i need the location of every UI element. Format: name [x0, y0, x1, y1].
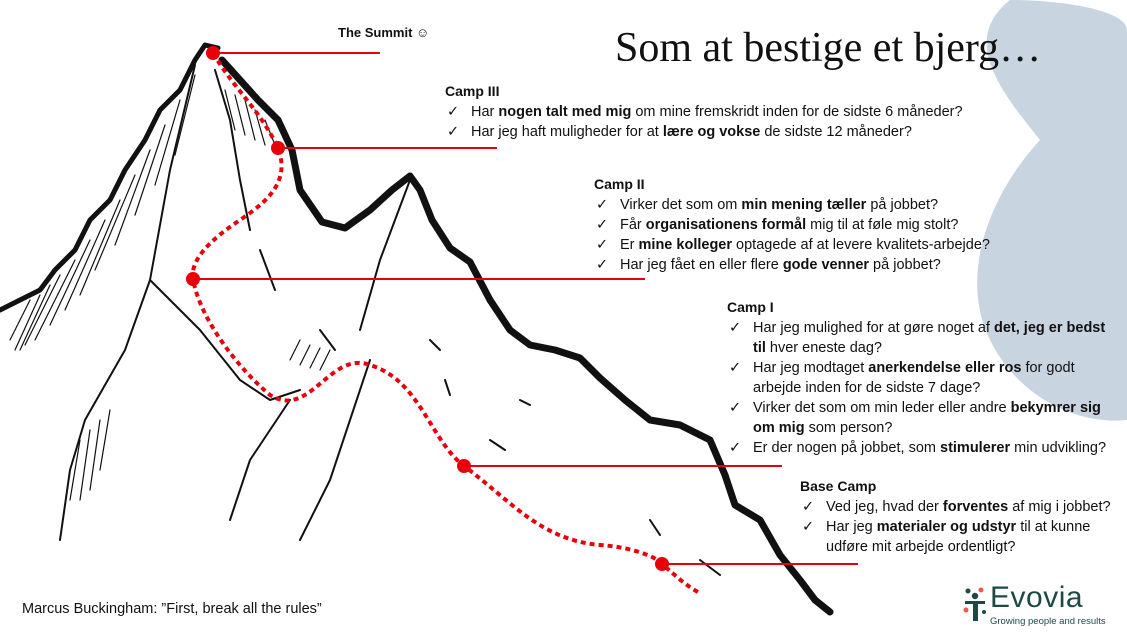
question-text: Har jeg haft muligheder for at — [471, 124, 663, 140]
question-text: mig til at føle mig stolt? — [806, 217, 959, 233]
question-item: ✓ Har jeg mulighed for at gøre noget af d… — [727, 318, 1122, 358]
summit-label: The Summit ☺ — [338, 25, 430, 40]
question-list: ✓ Har nogen talt med mig om mine fremskri… — [445, 102, 1045, 142]
question-item: ✓ Ved jeg, hvad der forventes af mig i jo… — [800, 497, 1120, 517]
question-emphasis: gode venner — [782, 257, 870, 273]
checkmark-icon: ✓ — [729, 440, 742, 456]
question-text: min udvikling? — [1010, 440, 1107, 456]
camp-heading: Base Camp — [800, 478, 877, 494]
question-list: ✓ Ved jeg, hvad der forventes af mig i jo… — [800, 497, 1120, 557]
question-text: Er — [620, 237, 639, 253]
checkmark-icon: ✓ — [802, 519, 815, 535]
question-emphasis: bekymrer sig om mig — [753, 400, 1101, 436]
question-text: Har — [471, 104, 499, 120]
question-emphasis: det, jeg er bedst til — [753, 320, 1106, 356]
camp3-dot — [271, 141, 285, 155]
question-emphasis: mine kolleger — [638, 237, 733, 253]
camp-heading: Camp II — [594, 176, 645, 192]
evovia-figure-icon — [963, 587, 986, 621]
slide-title: Som at bestige et bjerg… — [615, 25, 1042, 71]
background-blob — [977, 0, 1127, 421]
question-list: ✓ Har jeg mulighed for at gøre noget af d… — [727, 318, 1122, 458]
question-text: Virker det som om min leder eller andre — [753, 400, 1011, 416]
question-text: Har jeg fået en eller flere — [620, 257, 783, 273]
question-text: til at kunne udføre mit arbejde ordentli… — [826, 519, 1091, 555]
camp-i: Camp I ✓ Har jeg mulighed for at gøre noge… — [727, 297, 1122, 458]
question-text: som person? — [804, 420, 893, 436]
route — [186, 46, 858, 594]
question-item: ✓ Har jeg materialer og udstyr til at kun… — [800, 517, 1120, 557]
question-text: de sidste 12 måneder? — [760, 124, 912, 140]
logo-tagline: Growing people and results — [990, 616, 1106, 627]
shading-strokes — [9, 74, 331, 501]
camp1-dot — [457, 459, 471, 473]
question-text: optagede af at levere kvalitets-arbejde? — [732, 237, 990, 253]
question-item: ✓ Har jeg fået en eller flere gode venner… — [594, 255, 1054, 275]
summit-dot — [206, 46, 220, 60]
question-item: ✓ Virker det som om min leder eller andre… — [727, 398, 1122, 438]
checkmark-icon: ✓ — [447, 124, 460, 140]
question-item: ✓ Har jeg haft muligheder for at lære og … — [445, 122, 1045, 142]
question-emphasis: anerkendelse eller ros — [868, 360, 1022, 376]
question-emphasis: organisationens formål — [645, 217, 807, 233]
question-item: ✓ Virker det som om min mening tæller på … — [594, 195, 1054, 215]
question-text: Har jeg — [826, 519, 877, 535]
base-camp: Base Camp ✓ Ved jeg, hvad der forventes af… — [800, 476, 1120, 557]
camp-iii: Camp III ✓ Har nogen talt med mig om mine … — [445, 81, 1045, 142]
route-dotted-path — [190, 51, 699, 594]
question-text: Er der nogen på jobbet, som — [753, 440, 941, 456]
camp2-dot — [186, 272, 200, 286]
question-text: Får — [620, 217, 646, 233]
mountain-hatching — [59, 64, 721, 576]
camp-heading: Camp I — [727, 299, 774, 315]
question-emphasis: min mening tæller — [741, 197, 867, 213]
camp-heading: Camp III — [445, 83, 500, 99]
question-item: ✓ Får organisationens formål mig til at f… — [594, 215, 1054, 235]
evovia-logo: Evovia Growing people and results — [962, 581, 1106, 630]
logo-name: Evovia — [990, 581, 1084, 614]
question-emphasis: lære og vokse — [662, 124, 761, 140]
question-emphasis: materialer og udstyr — [876, 519, 1017, 535]
question-text: Virker det som om — [620, 197, 742, 213]
question-text: Ved jeg, hvad der — [826, 499, 943, 515]
question-list: ✓ Virker det som om min mening tæller på … — [594, 195, 1054, 275]
checkmark-icon: ✓ — [447, 104, 460, 120]
question-emphasis: forventes — [942, 499, 1009, 515]
question-text: på jobbet? — [866, 197, 939, 213]
question-item: ✓ Har jeg modtaget anerkendelse eller ros… — [727, 358, 1122, 398]
basecamp-dot — [655, 557, 669, 571]
checkmark-icon: ✓ — [596, 197, 609, 213]
quote-citation: Marcus Buckingham: ”First, break all the… — [22, 601, 322, 617]
question-item: ✓ Har nogen talt med mig om mine fremskri… — [445, 102, 1045, 122]
question-text: for godt arbejde inden for de sidste 7 d… — [753, 360, 1075, 396]
question-emphasis: nogen talt med mig — [498, 104, 632, 120]
question-text: hver eneste dag? — [765, 340, 882, 356]
mountain-outline-right — [218, 56, 834, 616]
question-emphasis: stimulerer — [940, 440, 1011, 456]
checkmark-icon: ✓ — [729, 400, 742, 416]
checkmark-icon: ✓ — [596, 257, 609, 273]
mountain-outline-left — [0, 42, 221, 313]
checkmark-icon: ✓ — [729, 360, 742, 376]
camp-ii: Camp II ✓ Virker det som om min mening tæl… — [594, 174, 1054, 275]
question-text: om mine fremskridt inden for de sidste 6… — [631, 104, 963, 120]
checkmark-icon: ✓ — [729, 320, 742, 336]
question-item: ✓ Er mine kolleger optagede af at levere … — [594, 235, 1054, 255]
question-item: ✓Er der nogen på jobbet, som stimulerer … — [727, 438, 1122, 458]
question-text: Har jeg mulighed for at gøre noget af — [753, 320, 994, 336]
checkmark-icon: ✓ — [596, 217, 609, 233]
question-text: på jobbet? — [869, 257, 941, 273]
question-text: Har jeg modtaget — [753, 360, 869, 376]
question-text: af mig i jobbet? — [1008, 499, 1111, 515]
checkmark-icon: ✓ — [596, 237, 609, 253]
checkmark-icon: ✓ — [802, 499, 815, 515]
